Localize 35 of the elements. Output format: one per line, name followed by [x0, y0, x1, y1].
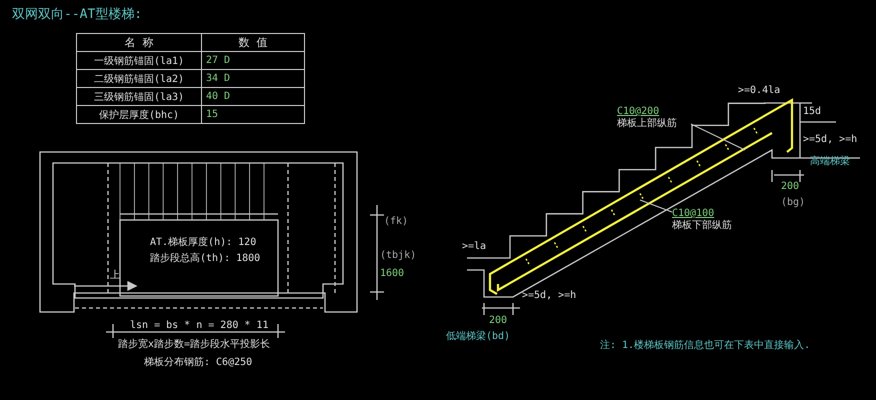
leader-line [640, 200, 672, 212]
dimension-label: >=5d, >=h [803, 134, 858, 146]
rebar-label: C10@100 梯板下部纵筋 [672, 208, 746, 232]
table-cell: 二级钢筋锚固(la2) [76, 70, 202, 88]
table-cell: 保护层厚度(bhc) [76, 106, 202, 124]
title: 双网双向--AT型楼梯: [12, 9, 142, 21]
slab-note: AT.梯板厚度(h): 120 [150, 237, 256, 249]
dimension-label: (bg) [781, 197, 806, 209]
slab-note: 踏步段总高(th): 1800 [150, 253, 260, 265]
table-cell: 40 D [202, 88, 304, 106]
dimension-label: (tbjk) [380, 250, 416, 262]
dimension-label: >=0.4la [738, 85, 780, 97]
table-cell: 27 D [202, 52, 304, 70]
dimension-label: >=la [462, 241, 486, 253]
leader-line [690, 124, 746, 150]
dimension-label: >=5d, >=h [522, 290, 576, 302]
dimension-value: 200 [781, 181, 800, 193]
table-cell: 一级钢筋锚固(la1) [76, 52, 202, 70]
dimension-label: (fk) [384, 216, 408, 228]
formula-note: 踏步宽x踏步数=踏步段水平投影长 [118, 339, 270, 351]
note-text: 注: 1.楼梯板钢筋信息也可在下表中直接输入. [600, 340, 810, 352]
dimension-value: 1600 [380, 268, 404, 280]
table-cell: 34 D [202, 70, 304, 88]
rebar-note: 梯板分布钢筋: C6@250 [144, 357, 252, 369]
beam-label: 高端梯梁 [810, 156, 850, 168]
table-header-cell: 名 称 [76, 34, 202, 52]
beam-label: 低端梯梁(bd) [446, 331, 510, 343]
table-cell: 15 [202, 106, 304, 124]
table-header-cell: 数 值 [202, 34, 304, 52]
table-cell: 三级钢筋锚固(la3) [76, 88, 202, 106]
rebar-label: C10@200 梯板上部纵筋 [617, 106, 691, 130]
dimension-value: 200 [489, 315, 508, 327]
dimension-label: 15d [803, 106, 822, 118]
direction-label: 上 [110, 270, 120, 282]
formula-text: lsn = bs * n = 280 * 11 [130, 320, 268, 332]
